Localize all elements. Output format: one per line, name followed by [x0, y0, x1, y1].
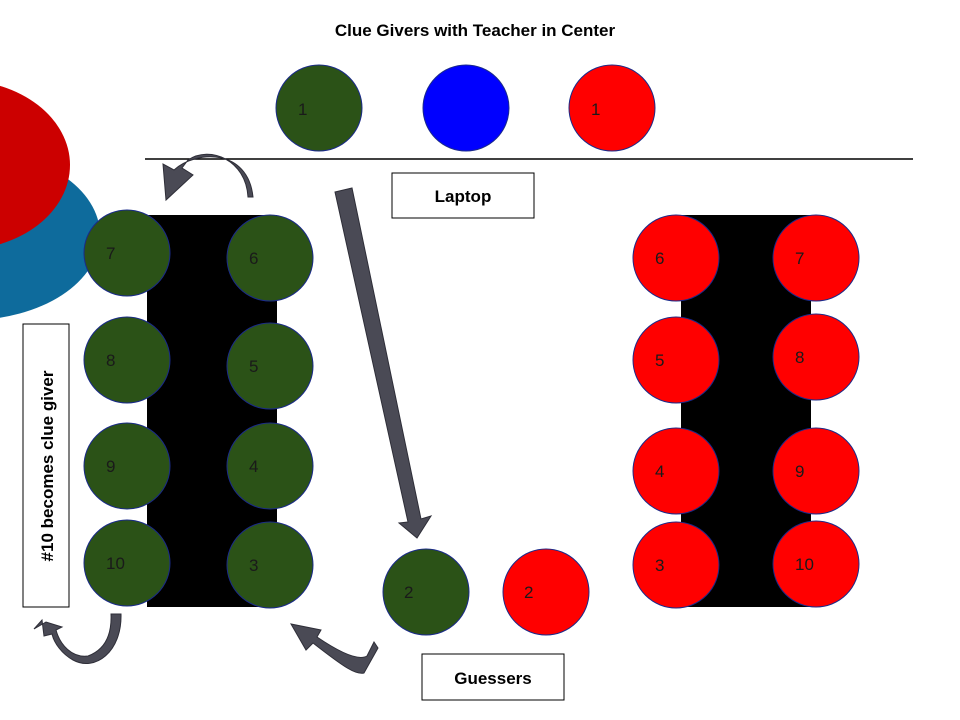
red-team-seat-label: 8 — [795, 348, 804, 367]
red-team-seat-label: 3 — [655, 556, 664, 575]
green-team-seat — [83, 209, 171, 297]
red-team-seat-label: 6 — [655, 249, 664, 268]
green-team-seat — [83, 422, 171, 510]
green-team-seat — [83, 316, 171, 404]
red-team-seat — [632, 521, 720, 609]
page-title: Clue Givers with Teacher in Center — [335, 21, 616, 40]
green-team-seat-label: 3 — [249, 556, 258, 575]
green-team-seat — [226, 322, 314, 410]
laptop-frame — [391, 172, 535, 219]
rotation-note-label: #10 becomes clue giver — [38, 370, 57, 561]
decorative-crescent — [0, 85, 100, 318]
red-team-seat-label: 7 — [795, 249, 804, 268]
curved-arrow-icon — [162, 153, 254, 202]
green-team-seat-label: 5 — [249, 357, 258, 376]
green-team-seat — [226, 214, 314, 302]
green-team-seat-label: 10 — [106, 554, 125, 573]
red-team-seat — [632, 214, 720, 302]
red-team-seat — [632, 316, 720, 404]
red-team-seat-label: 5 — [655, 351, 664, 370]
laptop-box: Laptop — [391, 172, 535, 219]
red-guesser-seat — [502, 548, 590, 636]
red-team-seat-label: 4 — [655, 462, 664, 481]
rotation-note-box: #10 becomes clue giver — [22, 323, 70, 608]
red-team-seat-label: 10 — [795, 555, 814, 574]
green-clue-giver-label: 1 — [298, 100, 307, 119]
green-team-seat — [83, 519, 171, 607]
straight-arrow-icon — [334, 187, 433, 539]
red-team-seat — [772, 313, 860, 401]
rotation-note-frame — [22, 323, 70, 608]
return-arrow-icon — [290, 623, 379, 674]
green-team-seat — [226, 521, 314, 609]
guesser-front-seats: 2 2 — [382, 548, 590, 636]
teacher-seat — [422, 64, 510, 152]
guessers-frame — [421, 653, 565, 701]
red-guesser-label: 2 — [524, 583, 533, 602]
red-team-seat — [772, 214, 860, 302]
decor-red-shape — [0, 85, 70, 245]
green-team-seat — [226, 422, 314, 510]
green-team-seat-label: 9 — [106, 457, 115, 476]
red-team-seat — [772, 427, 860, 515]
green-team-seat-label: 4 — [249, 457, 258, 476]
green-team-seat-label: 7 — [106, 244, 115, 263]
green-team-seats: 7 8 9 10 6 5 4 3 — [83, 209, 314, 609]
guessers-box: Guessers — [421, 653, 565, 701]
guessers-label: Guessers — [454, 669, 532, 688]
rotation-arrows — [33, 153, 433, 674]
green-guesser-seat — [382, 548, 470, 636]
clue-giver-row: 1 1 — [275, 64, 656, 152]
laptop-label: Laptop — [435, 187, 492, 206]
green-team-seat-label: 6 — [249, 249, 258, 268]
red-clue-giver-label: 1 — [591, 100, 600, 119]
green-guesser-label: 2 — [404, 583, 413, 602]
red-clue-giver-seat — [568, 64, 656, 152]
bottom-curved-arrow-icon — [33, 613, 122, 664]
red-team-seat — [772, 520, 860, 608]
red-team-seat — [632, 427, 720, 515]
green-team-seat-label: 8 — [106, 351, 115, 370]
red-team-seat-label: 9 — [795, 462, 804, 481]
red-team-seats: 6 5 4 3 7 8 9 10 — [632, 214, 860, 609]
green-clue-giver-seat — [275, 64, 363, 152]
